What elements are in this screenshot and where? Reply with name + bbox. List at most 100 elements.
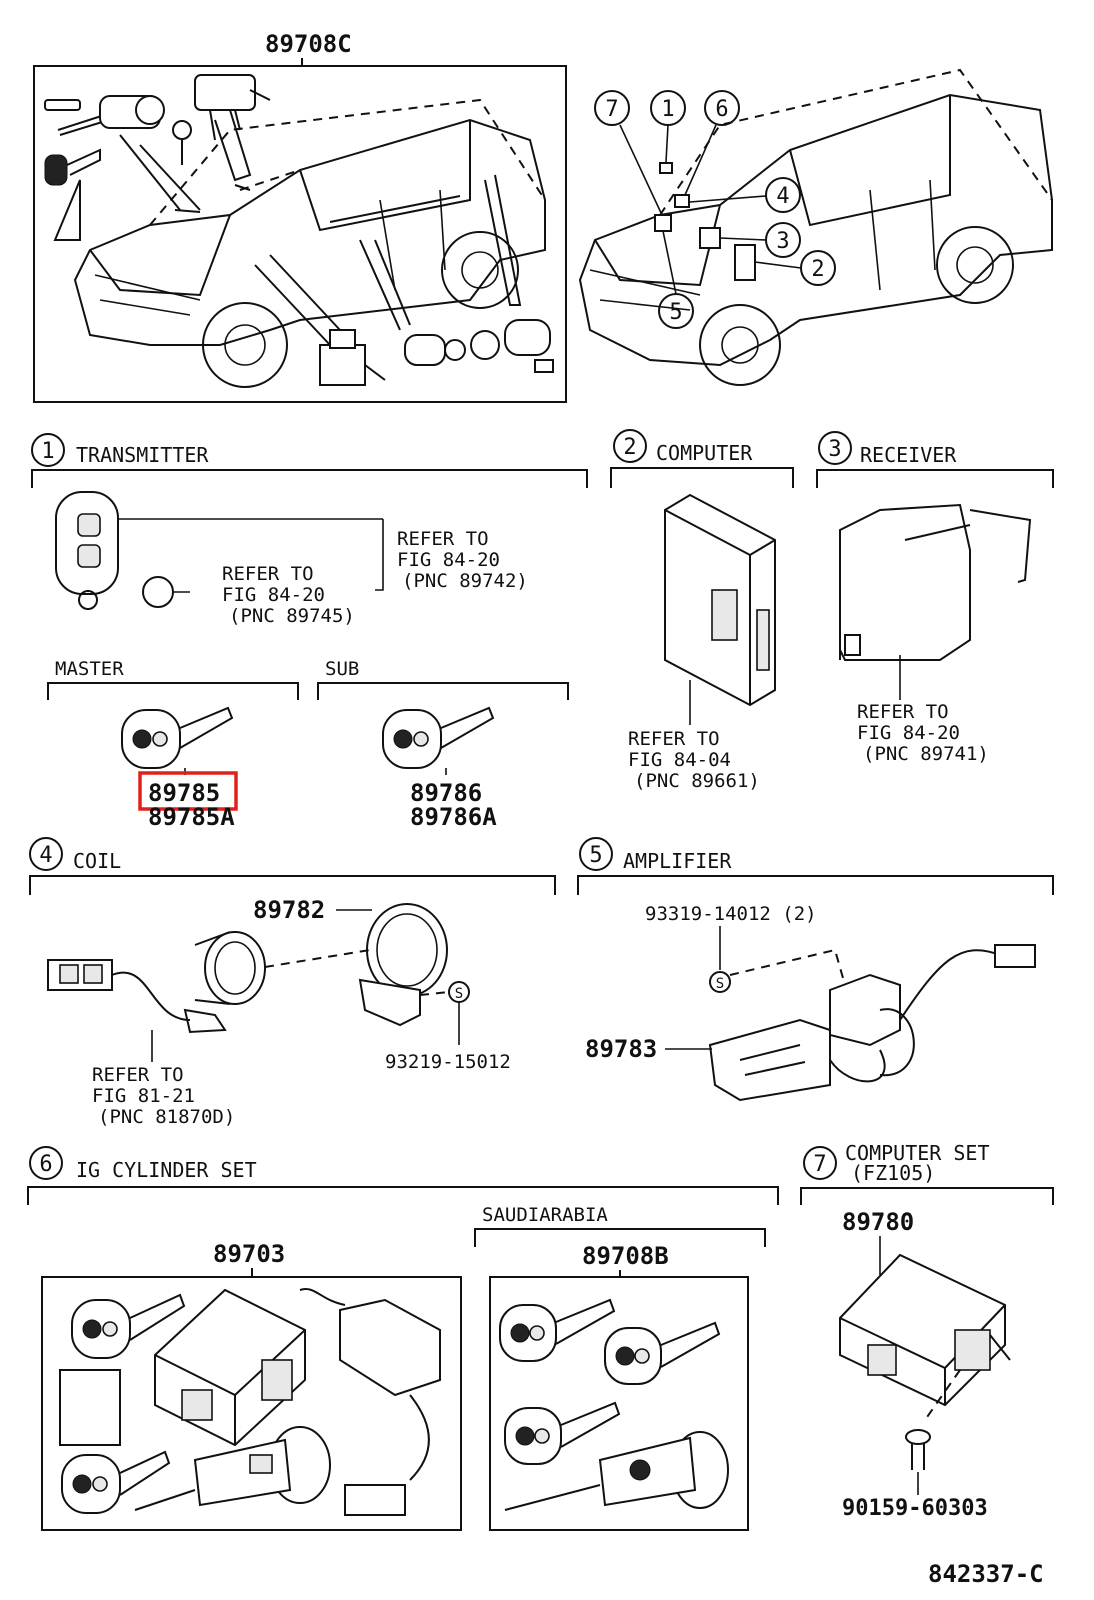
coil-connector-icon (47, 931, 266, 1034)
part-89786A[interactable]: 89786A (410, 803, 497, 831)
refer-89741[interactable]: REFER TO FIG 84-20 (PNC 89741) (857, 701, 989, 765)
part-89783[interactable]: 89783 (585, 1035, 657, 1063)
assembly-view: 89708C (33, 30, 567, 403)
amplifier-unit-icon (708, 944, 1036, 1102)
assembly-part-number[interactable]: 89708C (265, 30, 352, 58)
part-89708B[interactable]: 89708B (582, 1242, 669, 1270)
svg-text:REFER TO: REFER TO (857, 701, 949, 723)
part-89703[interactable]: 89703 (213, 1240, 285, 1268)
svg-text:5: 5 (589, 843, 602, 868)
section-title: COMPUTER (656, 441, 753, 465)
sub-key-icon (382, 706, 495, 775)
section-title: TRANSMITTER (76, 443, 209, 467)
callout-5[interactable]: 5 (658, 230, 694, 329)
receiver-module-icon (839, 503, 1032, 661)
svg-text:7: 7 (605, 97, 618, 122)
lower-parts-cluster (254, 174, 554, 386)
section-title: AMPLIFIER (623, 849, 732, 873)
screw-icon (905, 1429, 931, 1470)
refer-89742[interactable]: REFER TO FIG 84-20 (PNC 89742) (397, 528, 528, 592)
section-coil: 4 COIL 89782 S 93219-15012 (29, 837, 556, 1128)
section-title: COMPUTER SET (845, 1141, 990, 1165)
part-89782[interactable]: 89782 (253, 896, 325, 924)
section-subtitle: (FZ105) (851, 1161, 935, 1185)
refer-89745[interactable]: REFER TO FIG 84-20 (PNC 89745) (222, 563, 355, 627)
callout-1[interactable]: 1 (650, 90, 686, 163)
svg-text:6: 6 (715, 97, 728, 122)
callout-4[interactable]: 4 (689, 177, 801, 213)
part-93219-15012[interactable]: 93219-15012 (385, 1051, 511, 1073)
sub-label: SUB (325, 658, 359, 680)
key-fob-icon (55, 491, 119, 610)
refer-89661[interactable]: REFER TO FIG 84-04 (PNC 89661) (628, 728, 760, 792)
section-transmitter: 1 TRANSMITTER REFER TO FIG 84-20 (PNC 89… (31, 433, 588, 831)
region-set-parts (499, 1298, 729, 1511)
callout-view: 7 1 6 4 3 2 5 (578, 68, 1053, 386)
svg-text:FIG 84-20: FIG 84-20 (397, 549, 500, 571)
svg-text:4: 4 (39, 843, 52, 868)
ignition-parts-cluster (44, 74, 271, 241)
section-computer-set: 7 COMPUTER SET (FZ105) 89780 90159-60303 (800, 1141, 1054, 1521)
section-title: IG CYLINDER SET (76, 1158, 257, 1182)
svg-text:4: 4 (776, 184, 789, 209)
svg-text:FIG 84-20: FIG 84-20 (857, 722, 960, 744)
svg-text:FIG 81-21: FIG 81-21 (92, 1085, 195, 1107)
svg-text:REFER TO: REFER TO (222, 563, 314, 585)
vehicle-illustration-left (73, 98, 546, 388)
battery-icon (142, 576, 174, 608)
svg-text:REFER TO: REFER TO (92, 1064, 184, 1086)
ig-set-frame (41, 1276, 462, 1531)
callout-2[interactable]: 2 (754, 250, 836, 286)
figure-code: 842337-C (928, 1560, 1044, 1588)
callout-6[interactable]: 6 (684, 90, 740, 196)
callout-3[interactable]: 3 (719, 222, 801, 258)
svg-text:REFER TO: REFER TO (628, 728, 720, 750)
ig-set-parts (59, 1288, 441, 1516)
part-89786[interactable]: 89786 (410, 779, 482, 807)
svg-text:FIG 84-04: FIG 84-04 (628, 749, 731, 771)
refer-81870D[interactable]: REFER TO FIG 81-21 (PNC 81870D) (92, 1064, 235, 1128)
part-89785[interactable]: 89785 (148, 779, 220, 807)
svg-text:2: 2 (623, 435, 636, 460)
svg-text:(PNC 89661): (PNC 89661) (634, 770, 760, 792)
svg-text:S: S (455, 986, 463, 1002)
section-title: COIL (73, 849, 121, 873)
region-saudiarabia: SAUDIARABIA (482, 1204, 608, 1226)
part-93319-14012[interactable]: 93319-14012 (2) (645, 903, 817, 925)
part-89785A[interactable]: 89785A (148, 803, 235, 831)
svg-text:1: 1 (661, 97, 674, 122)
svg-text:(PNC 89745): (PNC 89745) (229, 605, 355, 627)
svg-text:(PNC 89742): (PNC 89742) (402, 570, 528, 592)
computer-module-icon (664, 493, 776, 707)
svg-text:3: 3 (828, 437, 841, 462)
section-receiver: 3 RECEIVER REFER TO FIG 84-20 (PNC 89741… (816, 431, 1054, 765)
part-90159-60303[interactable]: 90159-60303 (842, 1496, 988, 1521)
part-89780[interactable]: 89780 (842, 1208, 914, 1236)
svg-text:(PNC 89741): (PNC 89741) (863, 743, 989, 765)
svg-text:7: 7 (813, 1152, 826, 1177)
svg-text:1: 1 (41, 439, 54, 464)
highlight-box (138, 771, 238, 811)
master-key-icon (121, 706, 234, 775)
svg-text:(PNC 81870D): (PNC 81870D) (98, 1106, 235, 1128)
svg-text:S: S (716, 976, 724, 992)
vehicle-illustration-right (578, 68, 1053, 386)
section-title: RECEIVER (860, 443, 957, 467)
section-amplifier: 5 AMPLIFIER 93319-14012 (2) S 89783 (577, 837, 1054, 1102)
callout-7[interactable]: 7 (594, 90, 663, 216)
svg-text:2: 2 (811, 257, 824, 282)
screw-s-icon[interactable]: S (709, 971, 731, 993)
section-ig-cylinder: 6 IG CYLINDER SET 89703 (27, 1146, 779, 1531)
svg-text:5: 5 (669, 300, 682, 325)
section-computer: 2 COMPUTER REFER TO FIG 84-04 (PNC 89661… (610, 429, 794, 792)
svg-text:REFER TO: REFER TO (397, 528, 489, 550)
screw-s-icon[interactable]: S (448, 981, 470, 1003)
assembly-frame (33, 65, 567, 403)
coil-ring-icon (358, 903, 448, 1027)
computer-set-module-icon (839, 1253, 1011, 1407)
region-set-frame (489, 1276, 749, 1531)
svg-text:3: 3 (776, 229, 789, 254)
svg-text:FIG 84-20: FIG 84-20 (222, 584, 325, 606)
svg-text:6: 6 (39, 1152, 52, 1177)
